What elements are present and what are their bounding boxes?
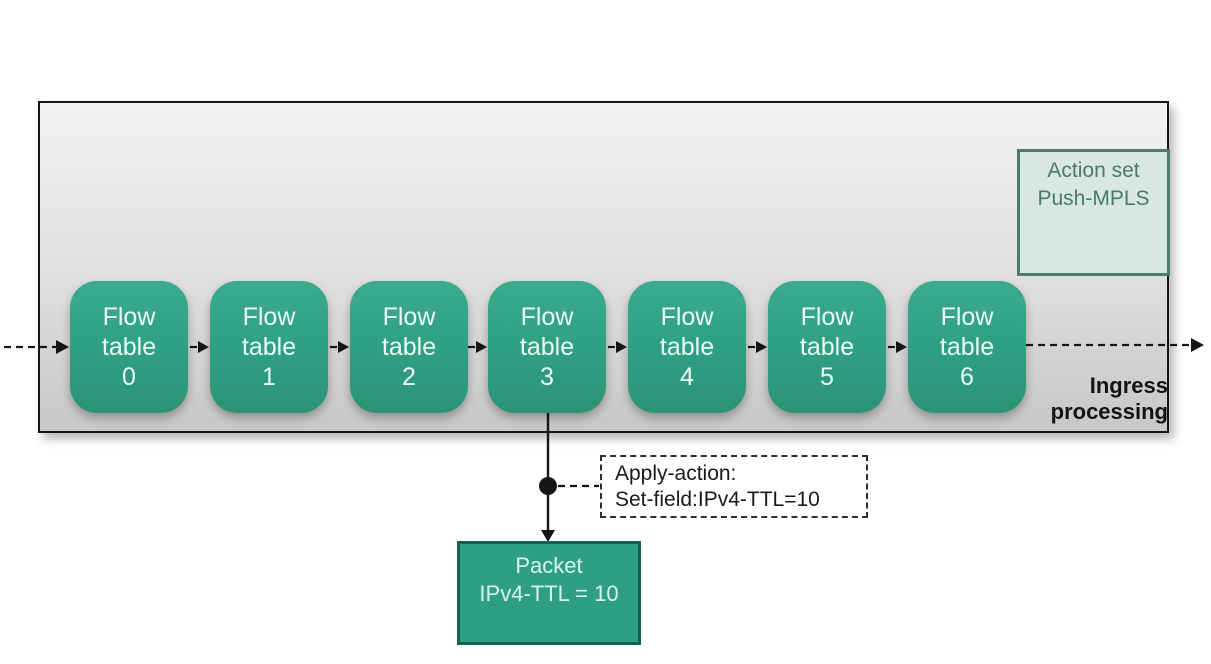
table3-to-table4-arrow [608,341,627,353]
junction-dot [539,477,557,495]
table2-to-table3-arrow [468,341,487,353]
action-set-box: Action set Push-MPLS [1017,149,1170,276]
table0-to-table1-arrow [190,341,209,353]
exit-arrow [1026,338,1204,352]
apply-action-callout: Apply-action: Set-field:IPv4-TTL=10 [600,455,868,518]
flow-table-6: Flow table 6 [908,281,1026,413]
flow-table-2: Flow table 2 [350,281,468,413]
ingress-processing-label: Ingress processing [1050,373,1168,424]
table3-to-packet-arrow [539,413,599,542]
flow-table-1: Flow table 1 [210,281,328,413]
entry-arrow [4,340,69,354]
flow-table-0: Flow table 0 [70,281,188,413]
table5-to-table6-arrow [888,341,907,353]
table1-to-table2-arrow [330,341,349,353]
flow-table-5: Flow table 5 [768,281,886,413]
packet-box: Packet IPv4-TTL = 10 [457,541,641,645]
flow-table-3: Flow table 3 [488,281,606,413]
table4-to-table5-arrow [748,341,767,353]
flow-table-4: Flow table 4 [628,281,746,413]
